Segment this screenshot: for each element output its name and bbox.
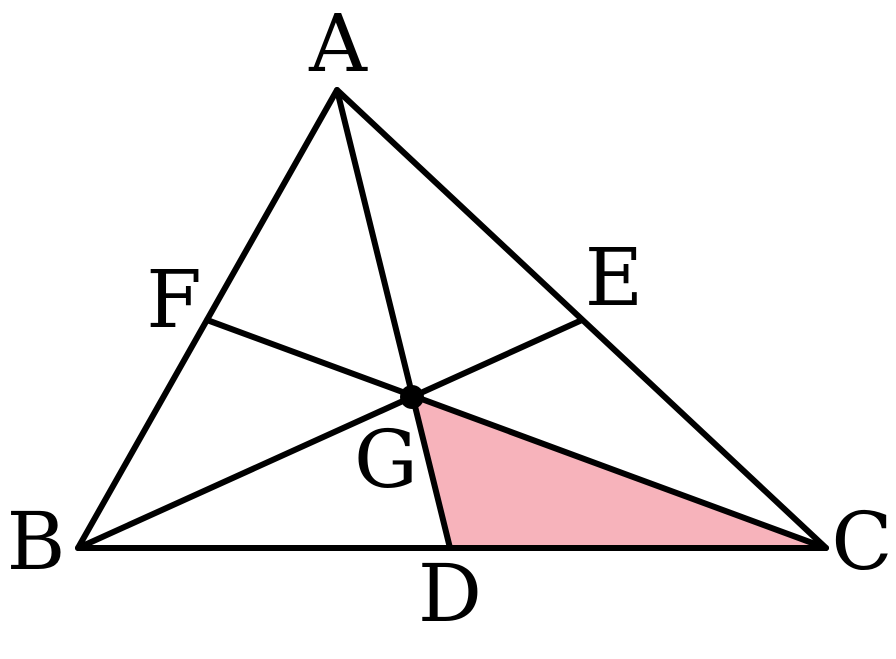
median-ad — [334, 87, 453, 551]
median-cf — [204, 317, 829, 551]
label-d: D — [418, 547, 482, 640]
label-g: G — [354, 413, 418, 506]
label-c: C — [831, 495, 892, 588]
label-b: B — [7, 495, 66, 588]
label-a: A — [308, 0, 368, 90]
centroid-point-g — [400, 385, 424, 409]
median-be — [75, 317, 585, 551]
label-e: E — [585, 231, 643, 324]
label-f: F — [146, 253, 202, 346]
